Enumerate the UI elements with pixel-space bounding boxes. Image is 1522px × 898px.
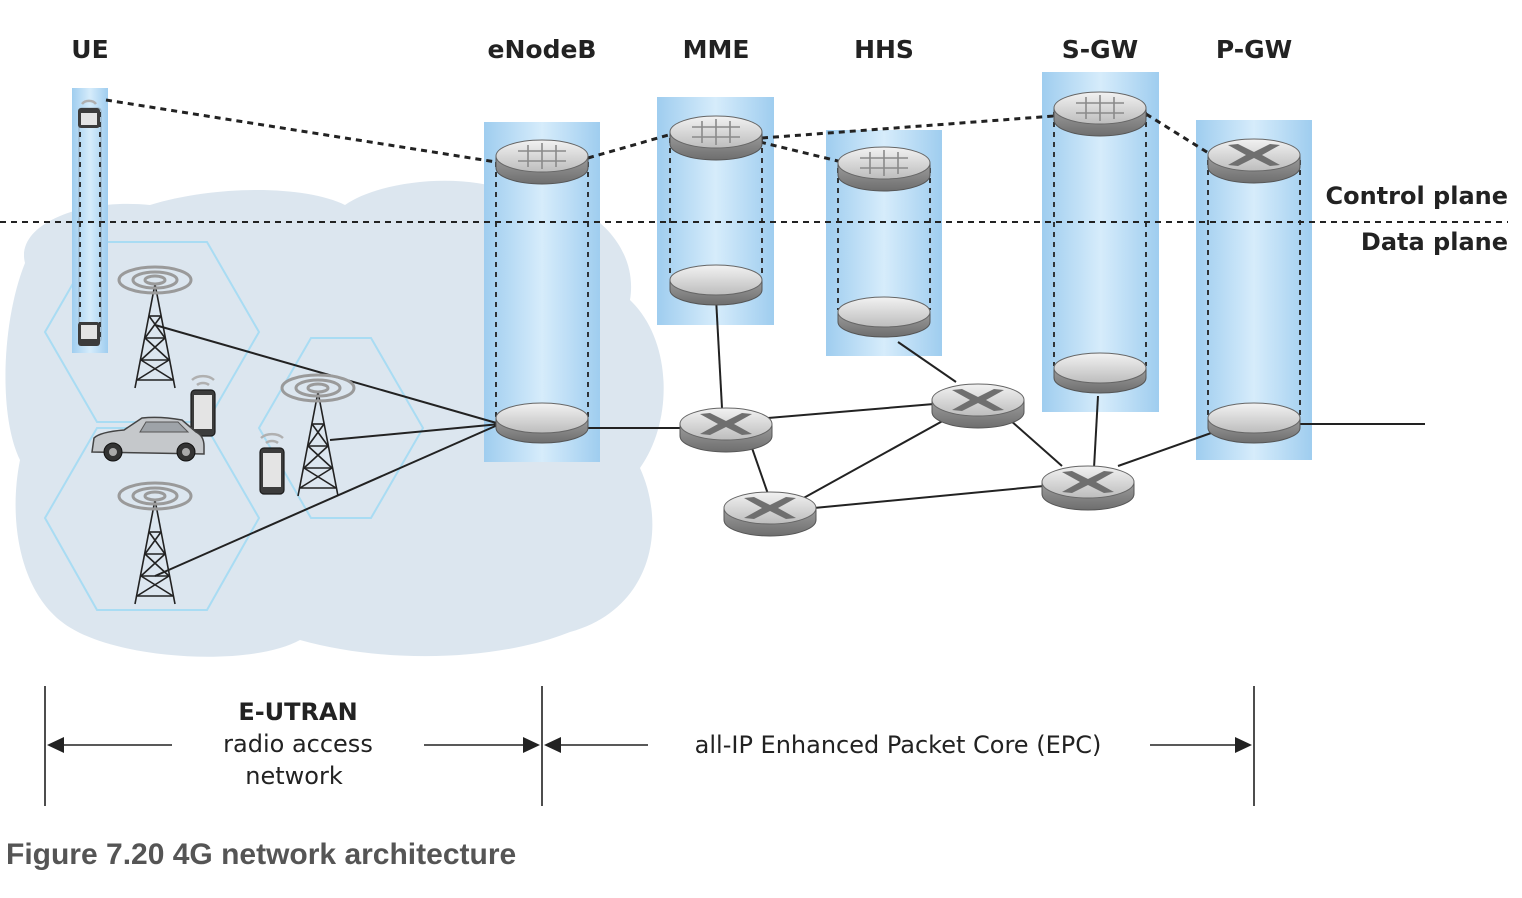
- car-icon: [91, 416, 205, 462]
- epc-left-arrow: [544, 737, 561, 753]
- ue-label: UE: [71, 35, 108, 64]
- eutran-subtitle-line2: network: [245, 762, 343, 790]
- enodeb-control-node-icon: [495, 139, 589, 185]
- epc-right-arrow: [1235, 737, 1252, 753]
- data-plane-links: [154, 297, 1425, 577]
- control-plane-label: Control plane: [1325, 182, 1508, 210]
- figure-caption: Figure 7.20 4G network architecture: [6, 838, 517, 871]
- data-plane-label: Data plane: [1361, 228, 1508, 256]
- epc-label: all-IP Enhanced Packet Core (EPC): [695, 731, 1102, 759]
- mme-label: MME: [683, 35, 750, 64]
- sgw-label: S-GW: [1062, 35, 1138, 64]
- sgw-control-node-icon: [1053, 91, 1147, 137]
- router-x-icon: [679, 407, 773, 453]
- hhs-control-node-icon: [837, 146, 931, 192]
- ue-device-icon: [78, 99, 102, 346]
- enodeb-data-node-icon: [495, 402, 589, 444]
- hex-cell-bottom: [43, 427, 261, 611]
- sgw-data-node-icon: [1053, 352, 1147, 394]
- router-x-icon: [723, 491, 817, 537]
- eutran-left-arrow: [47, 737, 64, 753]
- eutran-right-arrow: [523, 737, 540, 753]
- pgw-label: P-GW: [1216, 35, 1292, 64]
- enodeb-label: eNodeB: [488, 35, 597, 64]
- hhs-label: HHS: [854, 35, 914, 64]
- hex-cell-right: [257, 337, 425, 519]
- pgw-data-node-icon: [1207, 402, 1301, 444]
- control-signaling-links: [105, 98, 1211, 164]
- hhs-data-node-icon: [837, 296, 931, 338]
- eutran-subtitle-line1: radio access: [223, 730, 373, 758]
- mme-data-node-icon: [669, 264, 763, 306]
- mme-control-node-icon: [669, 115, 763, 161]
- pgw-control-node-icon: [1207, 138, 1301, 184]
- router-x-icon: [1041, 465, 1135, 511]
- ue-column-highlight: [72, 88, 108, 353]
- eutran-title: E-UTRAN: [238, 698, 357, 726]
- router-x-icon: [931, 383, 1025, 429]
